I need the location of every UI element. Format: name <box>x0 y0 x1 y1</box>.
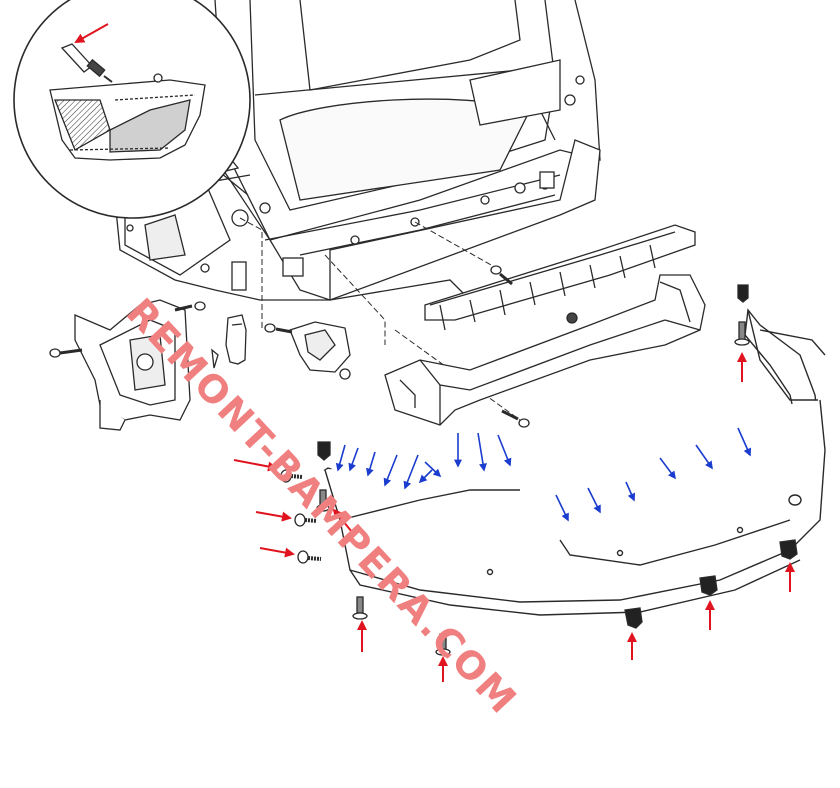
car-body <box>114 0 601 301</box>
screw-bumper-left-1 <box>280 469 303 483</box>
bolt-absorber-top <box>490 265 513 286</box>
screw-bumper-left-3 <box>297 550 322 564</box>
clip-top-left <box>317 441 331 461</box>
bolt-left-bracket <box>49 348 83 358</box>
blue-arrows <box>335 427 752 522</box>
red-arrows <box>74 23 795 682</box>
red-arrow-screw-1 <box>233 459 278 472</box>
screw-bumper-left-2 <box>294 513 318 527</box>
bolt-upper-left <box>174 301 206 312</box>
screw-small-left <box>211 348 219 369</box>
tail-light-icon <box>49 79 206 161</box>
clip-bottom-3 <box>779 539 798 560</box>
nut-absorber <box>566 312 578 324</box>
bumper-fasteners <box>280 284 798 656</box>
screw-right-upper <box>734 284 750 346</box>
bumper-removal-diagram <box>13 0 826 682</box>
screw-vertical-bottom-2 <box>435 633 451 656</box>
red-arrow-screw-3 <box>259 547 295 558</box>
energy-absorber <box>424 224 696 331</box>
screwdriver-icon <box>60 43 113 83</box>
nut-side-mount <box>339 368 351 380</box>
red-arrow-screw-vertical <box>332 508 353 533</box>
screw-vertical-bottom-1 <box>352 596 368 620</box>
red-arrow-screw-2 <box>255 511 292 522</box>
clip-bottom-2 <box>699 575 718 596</box>
bolt-side-mount <box>264 323 293 334</box>
fastener-detail-icon <box>153 73 163 83</box>
callout-magnified-detail <box>13 0 251 219</box>
bolt-reinforcement-bar <box>501 409 530 428</box>
red-arrow-callout <box>74 23 109 43</box>
left-side-bracket <box>74 299 191 431</box>
clip-bottom-1 <box>624 607 643 629</box>
bumper-reinforcement-bar <box>384 274 706 426</box>
side-mount-bracket <box>289 321 351 373</box>
center-guide-bracket <box>225 314 247 365</box>
screw-vertical-upper <box>316 489 330 512</box>
